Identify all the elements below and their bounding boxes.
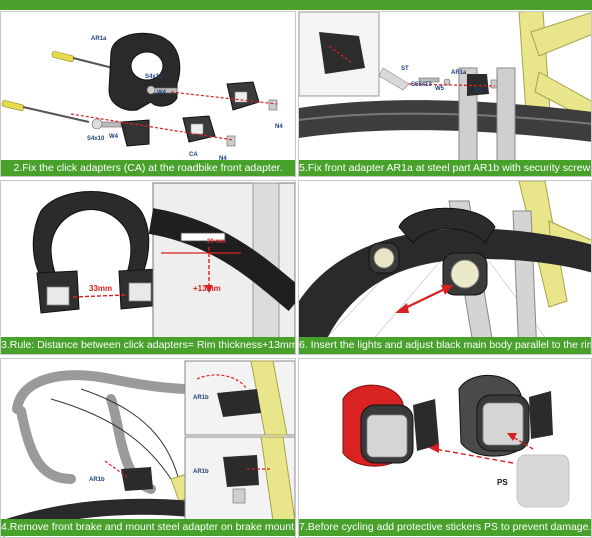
caption-step-3: 3.Rule: Distance between click adapters=… — [1, 337, 295, 354]
label-ar1a: AR1a — [451, 70, 467, 76]
step-5-illustration: ST AR1a S55x13 W5 N5 — [299, 12, 591, 176]
label-n4-right: N4 — [275, 124, 283, 130]
step-2-illustration: AR1a S4x10 W4 S4x10 W4 N4 N4 CA — [1, 32, 283, 162]
caption-step-5: 5.Fix front adapter AR1a at steel part A… — [299, 160, 591, 176]
caption-step-6: 6. Insert the lights and adjust black ma… — [299, 337, 591, 354]
panel-step-2: AR1a S4x10 W4 S4x10 W4 N4 N4 CA 2.Fix th… — [0, 11, 296, 177]
caption-step-4: 4.Remove front brake and mount steel ada… — [1, 519, 295, 536]
label-w5: W5 — [435, 86, 445, 92]
label-w4-bottom: W4 — [109, 134, 119, 140]
step-7-illustration: PS — [342, 375, 570, 508]
label-s55x13: S55x13 — [411, 82, 432, 88]
label-st: ST — [401, 66, 409, 72]
step-3-illustration: 20 mm +13mm 33mm — [32, 182, 295, 354]
caption-step-2: 2.Fix the click adapters (CA) at the roa… — [1, 160, 295, 176]
label-ca: CA — [189, 152, 198, 158]
panel-step-6: 6. Insert the lights and adjust black ma… — [298, 180, 592, 355]
caption-step-7: 7.Before cycling add protective stickers… — [299, 519, 591, 536]
label-w4-top: W4 — [157, 90, 167, 96]
panel-step-5: ST AR1a S55x13 W5 N5 5.Fix front adapter… — [298, 11, 592, 177]
label-s4x10-bottom: S4x10 — [87, 136, 105, 142]
label-20mm: 20 mm — [207, 239, 226, 245]
step-4-illustration: AR1b AR1b AR1b — [1, 360, 295, 537]
step-6-illustration — [299, 181, 591, 354]
label-ar1b-main: AR1b — [89, 477, 105, 483]
panel-step-4: AR1b AR1b AR1b 4.Remove front brake and … — [0, 358, 296, 538]
label-ar1b-bottom: AR1b — [193, 469, 209, 475]
top-green-bar — [0, 0, 592, 10]
label-s4x10-top: S4x10 — [145, 74, 163, 80]
label-plus13mm: +13mm — [193, 284, 221, 293]
panel-step-7: PS 7.Before cycling add protective stick… — [298, 358, 592, 538]
label-33mm: 33mm — [89, 284, 112, 293]
label-n4-bottom: N4 — [219, 156, 227, 162]
label-ar1b-top: AR1b — [193, 395, 209, 401]
label-ps: PS — [497, 478, 508, 487]
panel-step-3: 20 mm +13mm 33mm 3.Rule: Distance betwee… — [0, 180, 296, 355]
label-n5: N5 — [475, 88, 483, 94]
label-ar1a: AR1a — [91, 36, 107, 42]
